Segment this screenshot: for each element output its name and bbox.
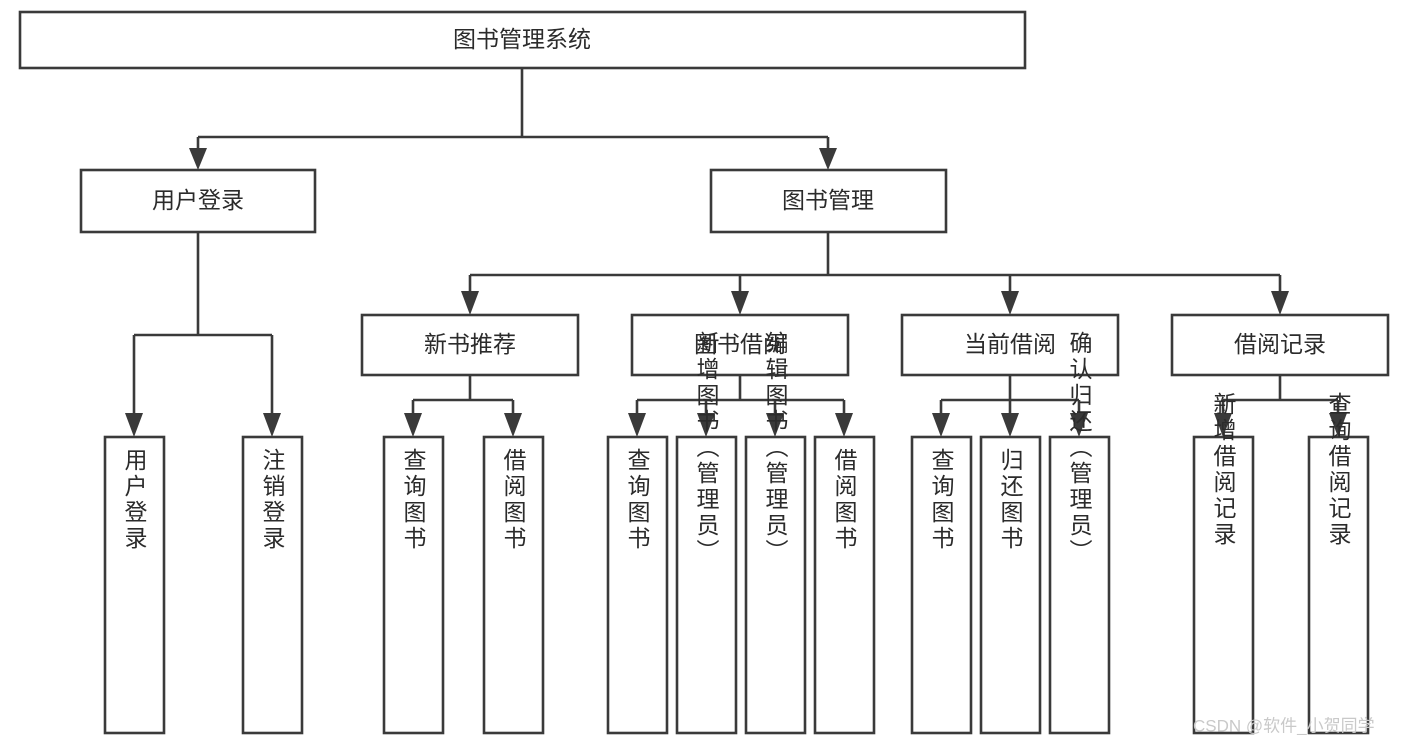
arrow-head-borrow-leaf-2 [697,413,715,437]
leaf-newbook-query[interactable]: 查询图书 [382,435,445,735]
leaf-record-add-label: 新增借阅记录 [1210,392,1237,548]
leaf-user-login-signin-box[interactable] [103,435,166,735]
arrow-head-current-leaf-3 [1070,413,1088,437]
leaf-record-query-label: 查询借阅记录 [1325,392,1352,548]
node-user-login-label: 用户登录 [152,187,244,213]
node-new-book-recommend-label: 新书推荐 [424,331,516,357]
arrow-head-borrow-leaf-1 [628,413,646,437]
leaf-user-login-signout-label: 注销登录 [259,448,286,552]
arrow-head-current-leaf-2 [1001,413,1019,437]
leaf-borrow-edit-box[interactable] [744,435,807,735]
node-borrow-record-label: 借阅记录 [1234,331,1326,357]
leaf-newbook-query-box[interactable] [382,435,445,735]
leaf-current-query-box[interactable] [910,435,973,735]
leaf-borrow-query-label: 查询图书 [624,448,651,552]
leaf-borrow-query-box[interactable] [606,435,669,735]
node-current-borrow-box[interactable] [900,313,1120,377]
arrow-head-newbook-leaf-1 [404,413,422,437]
node-book-borrow-label: 图书借阅 [694,331,786,357]
arrow-head-record-leaf-1 [1214,413,1232,437]
leaf-current-query-label: 查询图书 [928,448,955,552]
leaf-newbook-borrow-label: 借阅图书 [500,448,527,552]
leaf-record-query[interactable]: 查询借阅记录 [1307,392,1370,735]
leaf-user-login-signin-label: 用户登录 [121,448,148,552]
arrow-head-new-book-rec [461,291,479,315]
arrow-head-leaf-user-login [125,413,143,437]
node-user-login[interactable]: 用户登录 [79,168,317,234]
node-book-management-box[interactable] [709,168,948,234]
node-root-box[interactable] [18,10,1027,70]
arrow-head-user-login [189,148,207,170]
leaf-newbook-query-label: 查询图书 [400,448,427,552]
connector-layer [125,68,1347,437]
arrow-head-leaf-logout [263,413,281,437]
csdn-watermark: CSDN @软件_小贺同学 [1193,716,1375,735]
node-book-borrow[interactable]: 图书借阅 [630,313,850,377]
leaf-current-return-label: 归还图书 [997,448,1024,552]
node-book-management-label: 图书管理 [782,187,874,213]
arrow-head-newbook-leaf-2 [504,413,522,437]
node-new-book-recommend[interactable]: 新书推荐 [360,313,580,377]
node-current-borrow[interactable]: 当前借阅 [900,313,1120,377]
node-root-label: 图书管理系统 [453,26,591,52]
leaf-borrow-edit-label: 编辑图书（管理员） [762,331,789,565]
arrow-head-current-borrow [1001,291,1019,315]
leaf-user-login-signout[interactable]: 注销登录 [241,435,304,735]
node-current-borrow-label: 当前借阅 [964,331,1056,357]
node-borrow-record[interactable]: 借阅记录 [1170,313,1390,377]
leaf-borrow-lend-box[interactable] [813,435,876,735]
leaf-user-login-signin[interactable]: 用户登录 [103,435,166,735]
leaf-borrow-lend-label: 借阅图书 [831,448,858,552]
leaf-borrow-query[interactable]: 查询图书 [606,435,669,735]
leaf-current-return-box[interactable] [979,435,1042,735]
node-new-book-recommend-box[interactable] [360,313,580,377]
node-book-management[interactable]: 图书管理 [709,168,948,234]
leaf-record-add-box[interactable] [1192,435,1255,735]
leaf-current-confirm-return-label: 确认归还（管理员） [1066,331,1093,565]
leaf-current-confirm-return-box[interactable] [1048,435,1111,735]
arrow-head-book-mgmt [819,148,837,170]
arrow-head-record-leaf-2 [1329,413,1347,437]
arrow-head-book-borrow [731,291,749,315]
leaf-borrow-add-label: 新增图书（管理员） [693,331,720,565]
leaf-current-confirm-return[interactable]: 确认归还（管理员） [1048,331,1111,735]
arrow-head-borrow-leaf-4 [835,413,853,437]
node-book-borrow-box[interactable] [630,313,850,377]
leaf-newbook-borrow-box[interactable] [482,435,545,735]
leaf-record-query-box[interactable] [1307,435,1370,735]
leaf-current-query[interactable]: 查询图书 [910,435,973,735]
leaf-user-login-signout-box[interactable] [241,435,304,735]
leaf-borrow-lend[interactable]: 借阅图书 [813,435,876,735]
leaf-newbook-borrow[interactable]: 借阅图书 [482,435,545,735]
leaf-record-add[interactable]: 新增借阅记录 [1192,392,1255,735]
leaf-borrow-add-box[interactable] [675,435,738,735]
arrow-head-borrow-record [1271,291,1289,315]
arrow-head-borrow-leaf-3 [766,413,784,437]
node-borrow-record-box[interactable] [1170,313,1390,377]
arrow-head-current-leaf-1 [932,413,950,437]
leaf-current-return[interactable]: 归还图书 [979,435,1042,735]
leaf-borrow-add[interactable]: 新增图书（管理员） [675,331,738,735]
node-user-login-box[interactable] [79,168,317,234]
node-root[interactable]: 图书管理系统 [18,10,1027,70]
leaf-borrow-edit[interactable]: 编辑图书（管理员） [744,331,807,735]
